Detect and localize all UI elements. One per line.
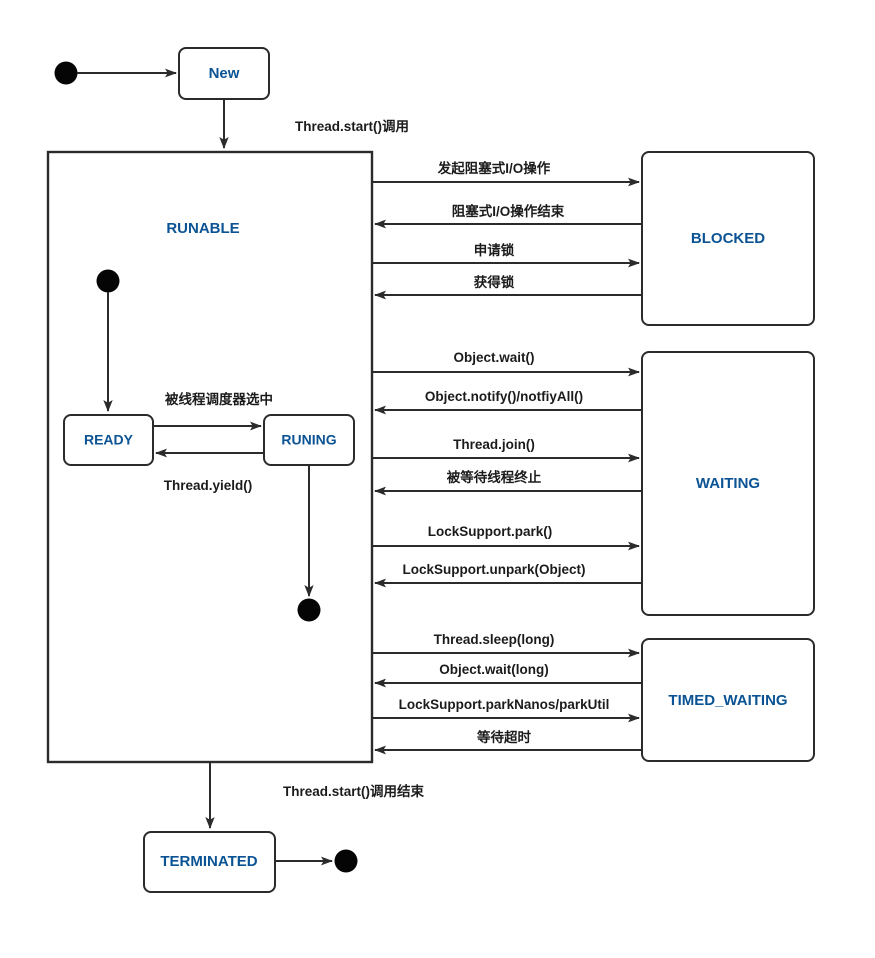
edge-label-running-to-ready: Thread.yield(): [164, 478, 253, 493]
state-label-runnable: RUNABLE: [166, 220, 239, 237]
state-box-timed-waiting[interactable]: [641, 638, 815, 762]
state-label-timed-waiting: TIMED_WAITING: [668, 692, 787, 709]
state-box-blocked[interactable]: [641, 151, 815, 326]
state-label-terminated: TERMINATED: [160, 853, 257, 870]
state-label-waiting: WAITING: [696, 475, 760, 492]
edge-label-runnable-to-terminated: Thread.start()调用结束: [283, 783, 425, 799]
edge-label-new-to-runnable: Thread.start()调用: [295, 119, 409, 134]
edge-label-timed-2: LockSupport.parkNanos/parkUtil: [399, 697, 610, 712]
state-box-ready[interactable]: [63, 414, 154, 466]
edge-label-waiting-5: LockSupport.unpark(Object): [402, 562, 585, 577]
end-node-dot: [334, 849, 358, 873]
edge-label-waiting-4: LockSupport.park(): [428, 524, 553, 539]
edge-label-waiting-2: Thread.join(): [453, 437, 535, 452]
inner-end-node-dot: [297, 598, 321, 622]
edge-label-waiting-0: Object.wait(): [453, 350, 534, 365]
edge-label-waiting-1: Object.notify()/notfiyAll(): [425, 389, 583, 404]
inner-start-node-dot: [96, 269, 120, 293]
edge-label-waiting-3: 被等待线程终止: [447, 469, 542, 485]
state-label-blocked: BLOCKED: [691, 230, 765, 247]
edge-label-blocked-2: 申请锁: [474, 242, 515, 258]
edge-label-timed-1: Object.wait(long): [439, 662, 549, 677]
edge-label-timed-0: Thread.sleep(long): [434, 632, 555, 647]
start-node-dot: [54, 61, 78, 85]
state-label-new: New: [209, 65, 240, 82]
state-label-running: RUNING: [281, 432, 336, 448]
edge-label-blocked-0: 发起阻塞式I/O操作: [437, 160, 551, 176]
edge-label-ready-to-running: 被线程调度器选中: [165, 391, 273, 407]
edge-label-blocked-1: 阻塞式I/O操作结束: [452, 203, 565, 219]
edge-label-blocked-3: 获得锁: [474, 274, 515, 290]
state-box-waiting[interactable]: [641, 351, 815, 616]
edge-label-timed-3: 等待超时: [477, 729, 531, 745]
state-label-ready: READY: [84, 432, 134, 448]
